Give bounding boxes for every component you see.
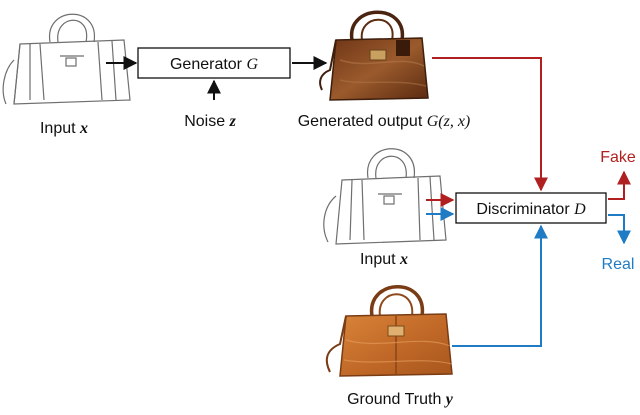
generator-label: Generator G bbox=[170, 56, 258, 73]
ground-truth-bag-image bbox=[325, 285, 453, 377]
real-label: Real bbox=[602, 256, 635, 273]
discriminator-label: Discriminator D bbox=[476, 201, 586, 218]
arrow-discriminator-to-real bbox=[608, 214, 631, 245]
noise-label: Noise z bbox=[184, 113, 236, 130]
input-middle-label: Input x bbox=[360, 251, 408, 268]
generated-bag-image bbox=[319, 10, 429, 101]
input-sketch-middle bbox=[323, 148, 447, 245]
fake-label: Fake bbox=[600, 149, 636, 166]
arrow-generated-to-discriminator bbox=[432, 57, 548, 192]
ground-truth-label: Ground Truth y bbox=[347, 391, 454, 408]
generator-box bbox=[137, 47, 291, 79]
input-top-label: Input x bbox=[40, 120, 88, 137]
arrow-groundtruth-to-discriminator bbox=[452, 224, 548, 347]
arrow-discriminator-to-fake bbox=[608, 170, 631, 200]
discriminator-box bbox=[455, 192, 607, 224]
generated-output-label: Generated output G(z, x) bbox=[298, 113, 471, 130]
input-sketch-top bbox=[2, 13, 131, 105]
